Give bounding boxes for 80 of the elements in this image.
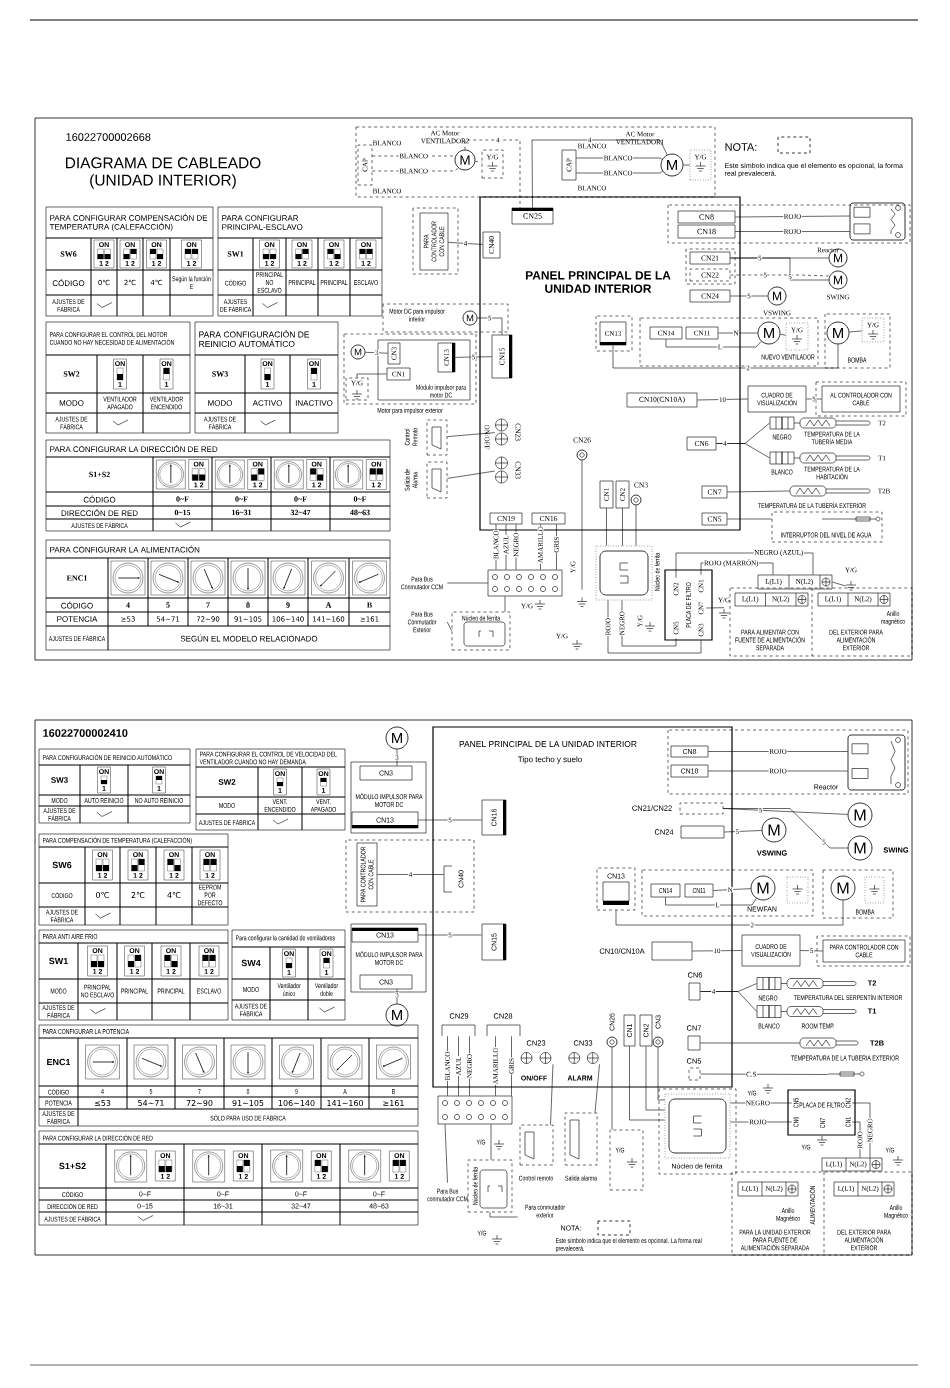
diagram-title: DIAGRAMA DE CABLEADO (UNIDAD INTERIOR) bbox=[66, 157, 261, 189]
wire bbox=[708, 751, 848, 752]
wire bbox=[700, 991, 757, 1012]
table-cell: SW4 bbox=[231, 946, 271, 980]
wire bbox=[806, 398, 822, 400]
wire bbox=[849, 330, 862, 333]
wire bbox=[612, 344, 839, 369]
wire bbox=[475, 161, 482, 163]
wire bbox=[447, 470, 495, 479]
wire bbox=[396, 749, 398, 766]
table-cell: SW1 bbox=[38, 942, 79, 980]
wire bbox=[735, 215, 850, 218]
wire bbox=[477, 317, 503, 335]
terminal-block bbox=[437, 1095, 513, 1125]
wire bbox=[780, 334, 786, 336]
wire bbox=[581, 460, 583, 590]
wire bbox=[730, 295, 768, 297]
wire bbox=[489, 1212, 518, 1218]
part-number: 16022700002668 bbox=[66, 133, 151, 141]
wire bbox=[455, 356, 492, 358]
ground-box bbox=[576, 597, 588, 607]
wire bbox=[665, 339, 762, 348]
wire bbox=[700, 1042, 800, 1044]
wire bbox=[447, 621, 452, 632]
wire bbox=[724, 830, 762, 833]
ground-symbol bbox=[718, 608, 730, 619]
wire bbox=[594, 1064, 600, 1113]
wire bbox=[458, 1036, 459, 1096]
wire bbox=[716, 443, 770, 459]
wire bbox=[356, 373, 387, 378]
wire bbox=[447, 582, 488, 584]
wire bbox=[730, 257, 829, 281]
reactor-drawing bbox=[849, 202, 906, 241]
wire bbox=[418, 934, 482, 936]
wire bbox=[727, 518, 772, 520]
wire bbox=[607, 600, 702, 654]
table-cell: ENC1 bbox=[38, 1037, 79, 1087]
wire bbox=[697, 398, 748, 401]
table-title: PARA CONFIGURACIÓN DE REINICIO AUTOMÁTICO bbox=[194, 321, 339, 356]
wire bbox=[718, 332, 758, 334]
wire bbox=[444, 1124, 448, 1183]
wire bbox=[706, 607, 725, 609]
part-number: 16022700002410 bbox=[43, 729, 128, 737]
wire bbox=[550, 1064, 554, 1125]
wire bbox=[700, 1073, 828, 1075]
wire bbox=[645, 1046, 665, 1111]
wire bbox=[418, 819, 482, 821]
wire bbox=[377, 874, 444, 875]
wire bbox=[504, 596, 506, 612]
wire bbox=[657, 1047, 665, 1101]
wire bbox=[629, 1046, 665, 1121]
wire bbox=[611, 1047, 613, 1130]
wire bbox=[448, 242, 483, 245]
table-cell: SW6 bbox=[38, 846, 86, 884]
wire bbox=[665, 897, 757, 906]
table-cell: S1+S2 bbox=[38, 1143, 107, 1189]
wire bbox=[713, 888, 751, 891]
wire bbox=[635, 505, 637, 546]
wire bbox=[723, 808, 848, 849]
wire bbox=[832, 581, 846, 587]
wire bbox=[615, 900, 844, 926]
wire bbox=[727, 490, 790, 493]
wire bbox=[692, 950, 742, 952]
wire bbox=[622, 508, 623, 546]
wire bbox=[447, 432, 495, 437]
wire bbox=[396, 989, 398, 1004]
wire bbox=[708, 770, 848, 772]
wire bbox=[730, 1121, 792, 1123]
wire bbox=[531, 139, 668, 208]
wire bbox=[511, 1036, 512, 1096]
wire bbox=[606, 508, 607, 546]
wire bbox=[464, 139, 521, 208]
wire bbox=[683, 164, 690, 166]
wire bbox=[735, 231, 850, 232]
ground-symbol bbox=[845, 580, 857, 591]
float-switch-drawing bbox=[827, 1071, 865, 1077]
terminal-block bbox=[487, 569, 563, 597]
wire bbox=[730, 274, 829, 277]
note-title: NOTA: bbox=[725, 143, 757, 151]
wire bbox=[490, 1124, 492, 1160]
